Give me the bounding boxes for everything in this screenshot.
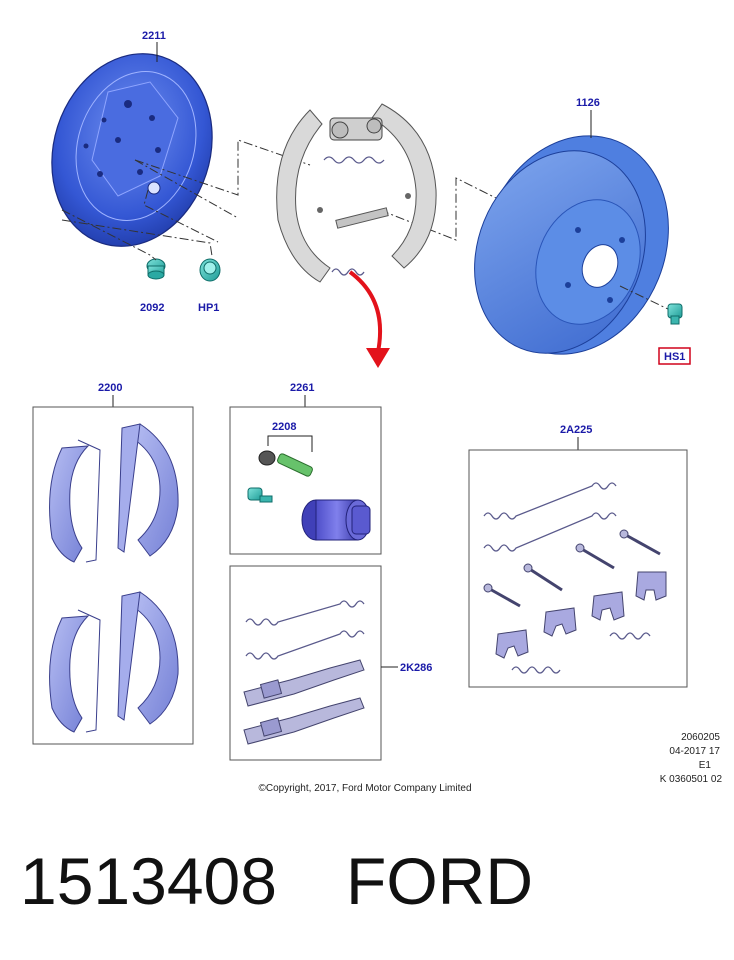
hs1-highlight-box xyxy=(658,347,691,365)
copyright: ©Copyright, 2017, Ford Motor Company Lim… xyxy=(258,783,471,794)
bleed-screw-kit xyxy=(258,450,313,477)
assembly-line-2 xyxy=(134,159,239,219)
hardware-clips xyxy=(495,571,667,659)
leader-plug-a xyxy=(61,209,157,261)
hardware-pins xyxy=(483,529,661,608)
callout-2211: 2211 xyxy=(142,30,166,42)
part-number: 1513408 xyxy=(20,844,277,918)
callout-2k286: 2K286 xyxy=(400,662,432,674)
callout-hp1: HP1 xyxy=(198,302,219,314)
ref-line-3: E1 xyxy=(699,760,712,771)
backing-plate xyxy=(51,53,213,247)
shoe-assembly xyxy=(276,103,437,283)
brake-shoes-bottom xyxy=(49,591,179,733)
brand-name: FORD xyxy=(346,844,533,918)
assembly-line-1 xyxy=(134,139,311,196)
callout-2208: 2208 xyxy=(272,421,296,433)
leader-screw xyxy=(619,285,671,311)
bleed-nipple xyxy=(247,487,273,503)
wheel-cylinder xyxy=(301,499,371,541)
adjuster-struts xyxy=(243,659,365,745)
red-arrow xyxy=(348,270,390,368)
leader-plug-c xyxy=(143,189,219,243)
brake-drum xyxy=(474,135,669,355)
ref-line-4: K 0360501 02 xyxy=(660,774,723,785)
callout-2261: 2261 xyxy=(290,382,314,394)
leader-plug-b xyxy=(61,219,213,257)
callout-2092: 2092 xyxy=(140,302,164,314)
plug-2092 xyxy=(146,258,166,280)
brake-shoes-top xyxy=(49,423,179,563)
callout-2a225: 2A225 xyxy=(560,424,592,436)
leader-2208 xyxy=(267,435,313,452)
ref-line-1: 2060205 xyxy=(681,732,720,743)
adjuster-springs xyxy=(245,600,365,660)
drum-screw xyxy=(667,303,683,325)
callout-1126: 1126 xyxy=(576,97,600,109)
callout-hs1: HS1 xyxy=(664,351,685,363)
hardware-springs xyxy=(483,482,651,674)
callout-2200: 2200 xyxy=(98,382,122,394)
ref-line-2: 04-2017 17 xyxy=(669,746,720,757)
plug-hp1 xyxy=(199,258,221,282)
